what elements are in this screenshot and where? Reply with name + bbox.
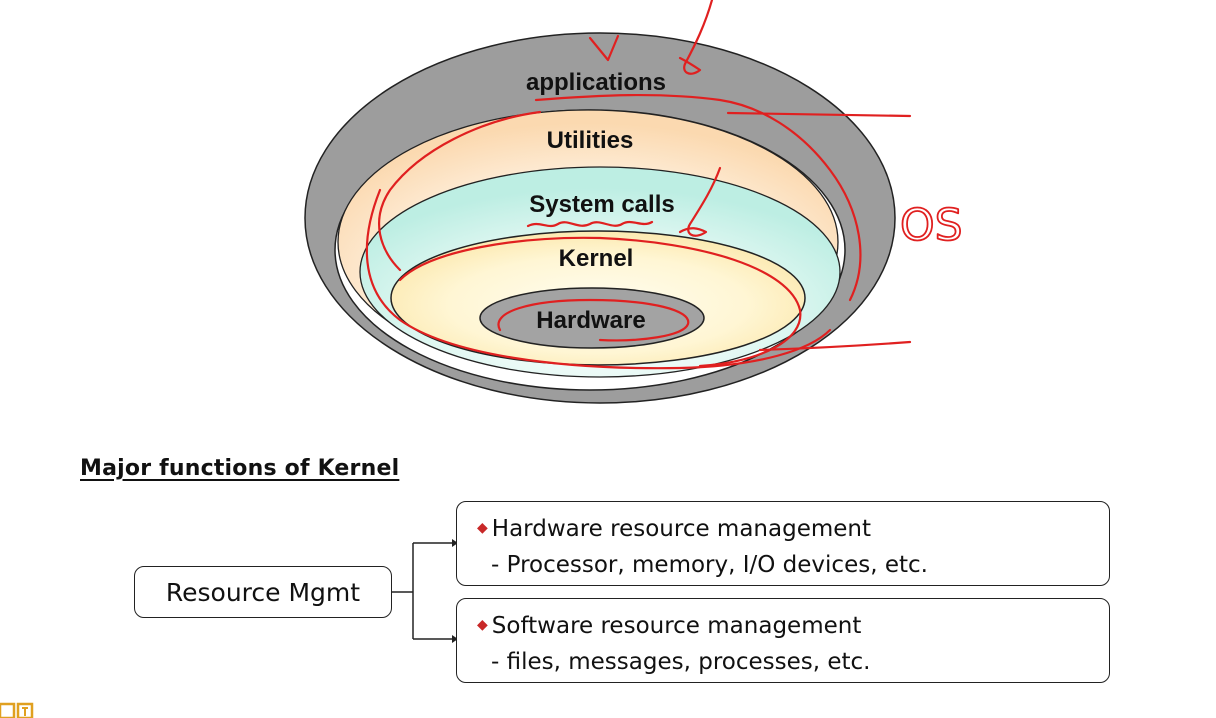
resource-mgmt-label: Resource Mgmt	[165, 577, 361, 607]
software-resource-title: ◆Software resource management	[477, 607, 1109, 644]
label-utilities: Utilities	[547, 127, 634, 154]
hardware-resource-detail: - Processor, memory, I/O devices, etc.	[491, 552, 928, 578]
swirl-left	[365, 188, 832, 370]
os-bracket-top	[726, 111, 912, 118]
resource-mgmt-box: Resource Mgmt	[134, 566, 392, 618]
os-layers-diagram: applications Utilities System calls Kern…	[304, 0, 963, 404]
diamond-bullet-icon: ◆	[477, 520, 488, 536]
arrow-top	[678, 0, 714, 75]
os-annotation: OS	[900, 200, 963, 251]
os-bracket-bottom	[758, 340, 912, 352]
software-resource-box: ◆Software resource management - files, m…	[456, 598, 1110, 683]
underline-applications	[534, 93, 862, 302]
label-system-calls: System calls	[529, 191, 674, 218]
hardware-resource-title-text: Hardware resource management	[491, 516, 872, 542]
label-applications: applications	[526, 69, 666, 96]
squiggle-system-calls	[526, 220, 654, 228]
arrow-system-calls	[678, 166, 722, 237]
swirl-kernel	[398, 236, 802, 368]
check-mark-top	[588, 34, 620, 62]
swirl-inner	[497, 298, 690, 342]
software-resource-detail: - files, messages, processes, etc.	[491, 649, 871, 675]
hardware-resource-title: ◆Hardware resource management	[477, 510, 1109, 547]
swirl-utilities	[378, 110, 542, 272]
hardware-resource-box: ◆Hardware resource management - Processo…	[456, 501, 1110, 586]
label-hardware: Hardware	[536, 307, 645, 334]
handwritten-annotations: OS	[365, 0, 963, 370]
label-kernel: Kernel	[559, 245, 634, 272]
diamond-bullet-icon: ◆	[477, 617, 488, 633]
software-resource-title-text: Software resource management	[491, 613, 862, 639]
logo-icon	[0, 702, 34, 718]
section-heading: Major functions of Kernel	[80, 456, 400, 481]
